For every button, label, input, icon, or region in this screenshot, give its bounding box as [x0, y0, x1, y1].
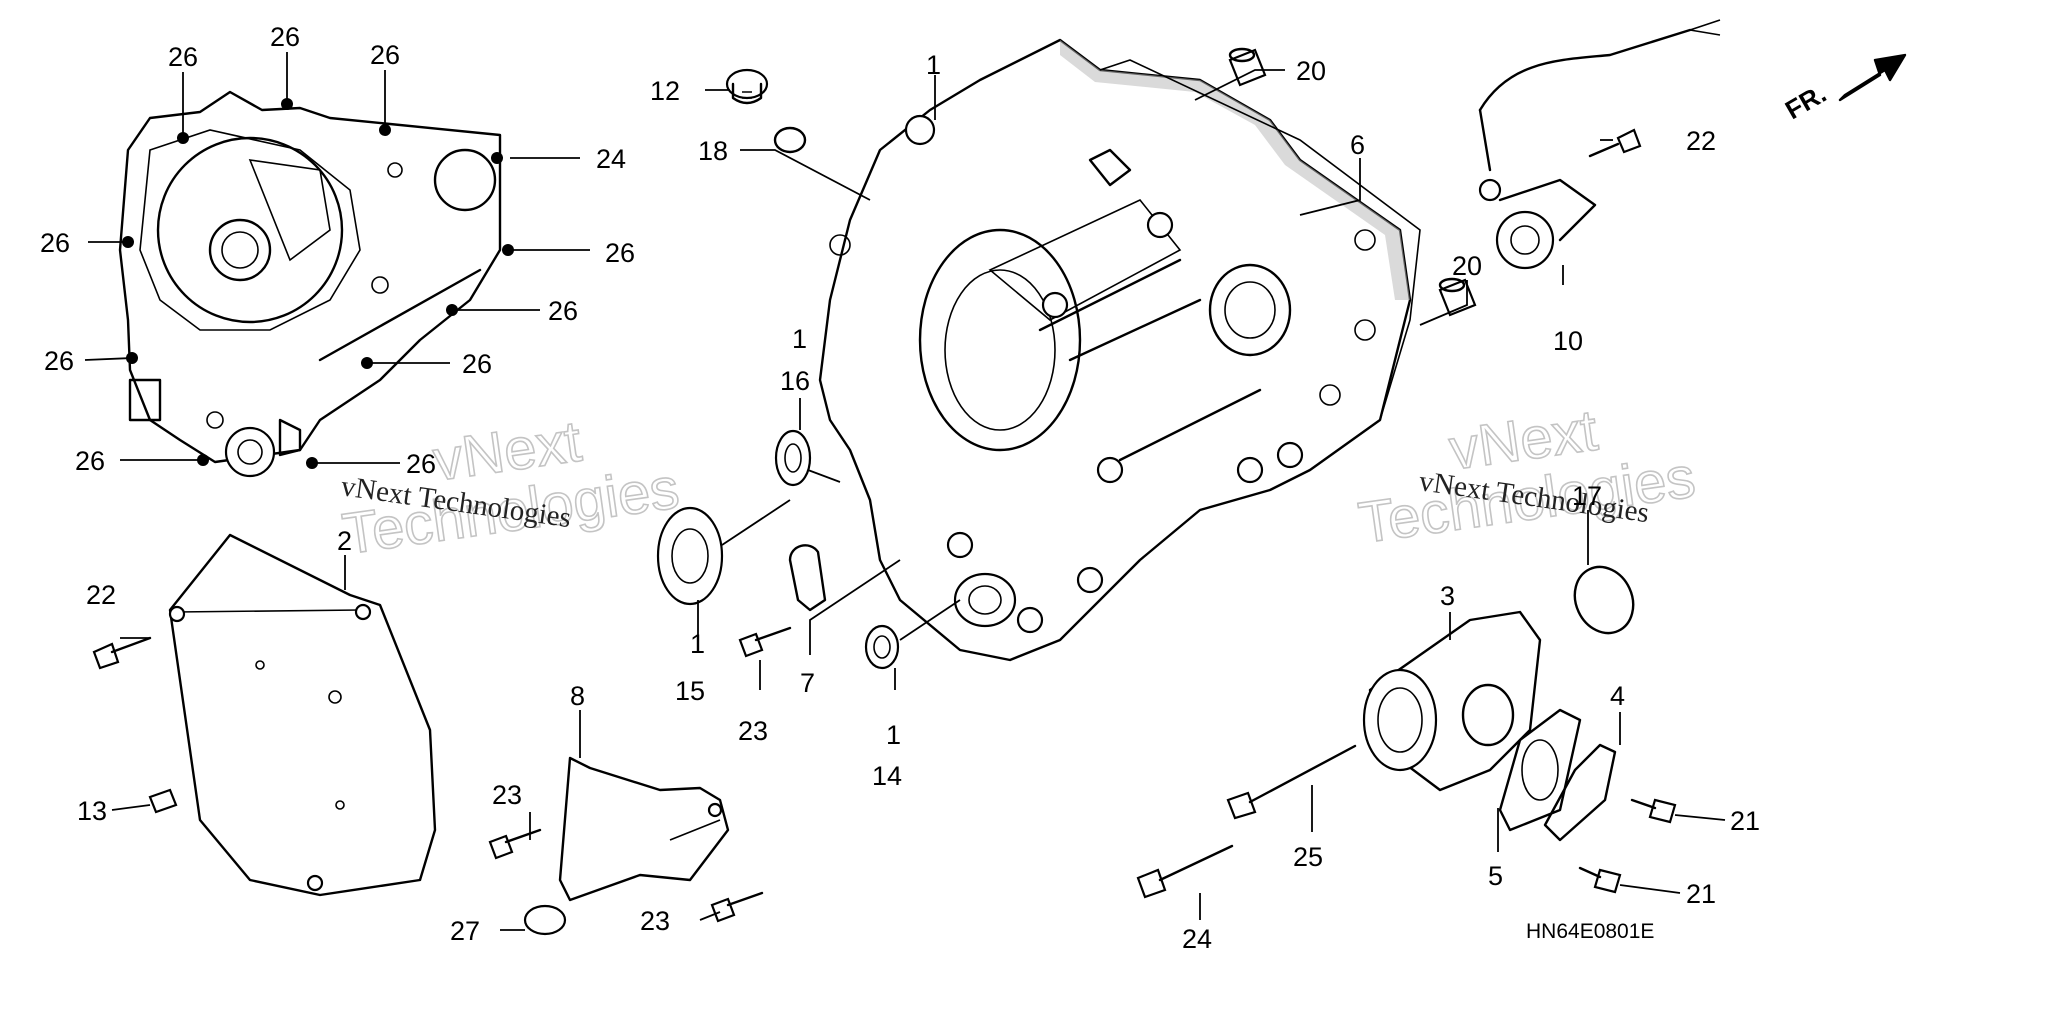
callout-16: 16 — [780, 366, 810, 396]
callout-15: 15 — [675, 676, 705, 706]
callout-26: 26 — [40, 228, 70, 258]
clamp-7 — [788, 544, 827, 612]
front-direction-label: FR. — [1780, 78, 1831, 125]
callout-3: 3 — [1440, 581, 1455, 611]
callout-14: 14 — [872, 761, 902, 791]
callout-25: 25 — [1293, 842, 1323, 872]
callout-18: 18 — [698, 136, 728, 166]
callout-1: 1 — [690, 629, 705, 659]
callout-27: 27 — [450, 916, 480, 946]
callout-22: 22 — [86, 580, 116, 610]
callout-20: 20 — [1452, 251, 1482, 281]
callout-26: 26 — [406, 449, 436, 479]
callout-26: 26 — [168, 42, 198, 72]
callout-8: 8 — [570, 681, 585, 711]
callout-4: 4 — [1610, 681, 1625, 711]
bolt-23c — [710, 891, 764, 923]
callout-23: 23 — [492, 780, 522, 810]
watermark-right: vNext Technologies — [1354, 397, 1700, 557]
callout-12: 12 — [650, 76, 680, 106]
callout-21: 21 — [1686, 879, 1716, 909]
cover-4 — [1543, 743, 1617, 842]
callout-26: 26 — [605, 238, 635, 268]
callout-26: 26 — [370, 40, 400, 70]
callout-7: 7 — [800, 668, 815, 698]
bearing-15 — [656, 506, 724, 606]
callout-23: 23 — [738, 716, 768, 746]
oil-seal-16 — [774, 429, 812, 487]
o-ring-17 — [1573, 565, 1635, 635]
callout-1: 1 — [926, 50, 941, 80]
crankcase-cover-left — [118, 90, 514, 478]
callout-13: 13 — [77, 796, 107, 826]
bolt-23b — [488, 828, 542, 860]
callout-20: 20 — [1296, 56, 1326, 86]
dowel-pin-20a — [1228, 47, 1267, 87]
callout-labels: 26 26 26 24 26 26 26 26 26 26 26 12 18 1… — [40, 22, 1760, 954]
bolt-22a — [1588, 128, 1642, 158]
bolt-22b — [92, 636, 152, 670]
drain-plug-12 — [725, 68, 769, 105]
callout-1: 1 — [886, 720, 901, 750]
callout-26: 26 — [75, 446, 105, 476]
bolt-21b — [1578, 866, 1622, 894]
main-crankcase — [818, 38, 1412, 662]
bolt-25 — [1226, 744, 1357, 820]
leader-lines — [84, 52, 1726, 931]
callout-26: 26 — [462, 349, 492, 379]
bolt-21a — [1630, 798, 1677, 824]
callout-26: 26 — [548, 296, 578, 326]
callout-17: 17 — [1572, 481, 1602, 511]
bracket-8 — [558, 756, 730, 902]
oil-seal-14 — [864, 624, 900, 670]
front-direction-arrow-icon — [1838, 53, 1907, 102]
bolt-24b — [1136, 844, 1234, 899]
callout-23: 23 — [640, 906, 670, 936]
clip-27 — [523, 904, 567, 936]
callout-21: 21 — [1730, 806, 1760, 836]
callout-24: 24 — [596, 144, 626, 174]
callout-24: 24 — [1182, 924, 1212, 954]
sensor-10 — [1478, 19, 1721, 270]
gasket-5 — [1498, 708, 1582, 832]
water-outlet-3 — [1362, 610, 1542, 792]
callout-5: 5 — [1488, 861, 1503, 891]
plug-13 — [148, 788, 178, 814]
callout-2: 2 — [337, 526, 352, 556]
callout-26: 26 — [44, 346, 74, 376]
o-ring-18 — [773, 126, 807, 154]
bolt-23a — [738, 626, 792, 658]
callout-26: 26 — [270, 22, 300, 52]
cover-2 — [168, 533, 437, 897]
diagram-code: HN64E0801E — [1526, 920, 1654, 943]
callout-22: 22 — [1686, 126, 1716, 156]
callout-6: 6 — [1350, 130, 1365, 160]
callout-1: 1 — [792, 324, 807, 354]
callout-10: 10 — [1553, 326, 1583, 356]
